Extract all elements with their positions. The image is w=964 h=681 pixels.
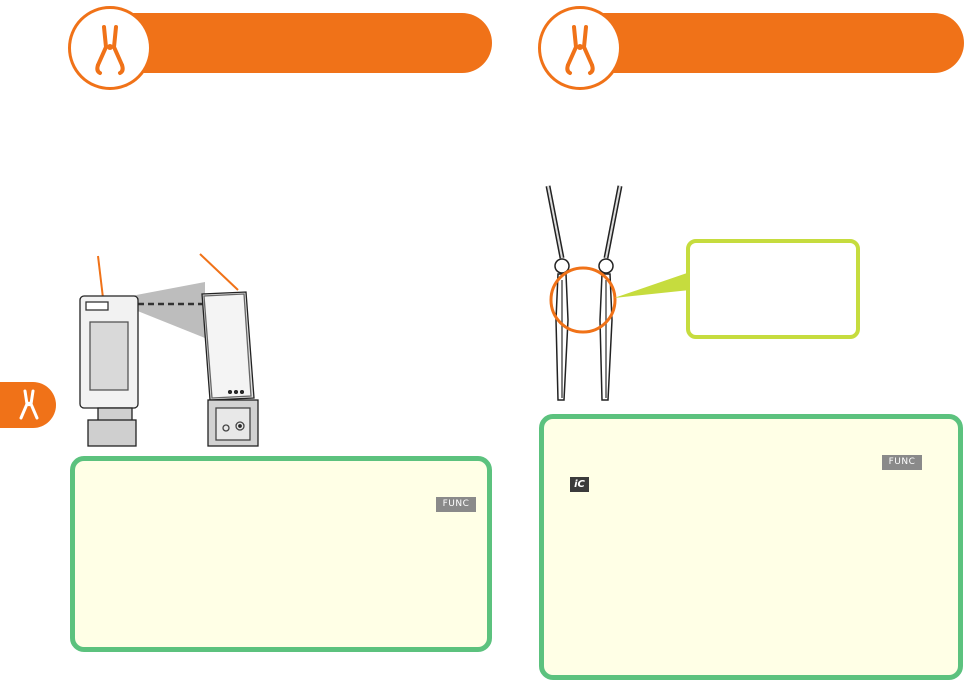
left-header-tool-badge (68, 6, 152, 90)
right-phone (201, 291, 259, 447)
leader-line-left (97, 255, 104, 299)
left-phone (79, 295, 139, 447)
infrared-phones-illustration (79, 253, 259, 447)
chapter-side-tab[interactable] (0, 382, 56, 428)
pliers-icon (19, 389, 39, 420)
strap-illustration (545, 185, 690, 401)
highlight-circle (549, 266, 617, 334)
strap-callout-box (686, 239, 860, 339)
right-note-box: FUNC iC (539, 414, 963, 680)
strap (545, 185, 623, 401)
ic-card-icon: iC (570, 477, 589, 492)
callout-pointer (614, 272, 690, 298)
func-key-icon: FUNC (882, 455, 922, 470)
func-key-icon: FUNC (436, 497, 476, 512)
right-section-header (568, 13, 964, 73)
leader-line-right (199, 253, 239, 291)
left-section-header (100, 13, 492, 73)
pliers-icon (95, 25, 125, 75)
left-note-box: FUNC (70, 456, 492, 652)
pliers-icon (565, 25, 595, 75)
right-header-tool-badge (538, 6, 622, 90)
